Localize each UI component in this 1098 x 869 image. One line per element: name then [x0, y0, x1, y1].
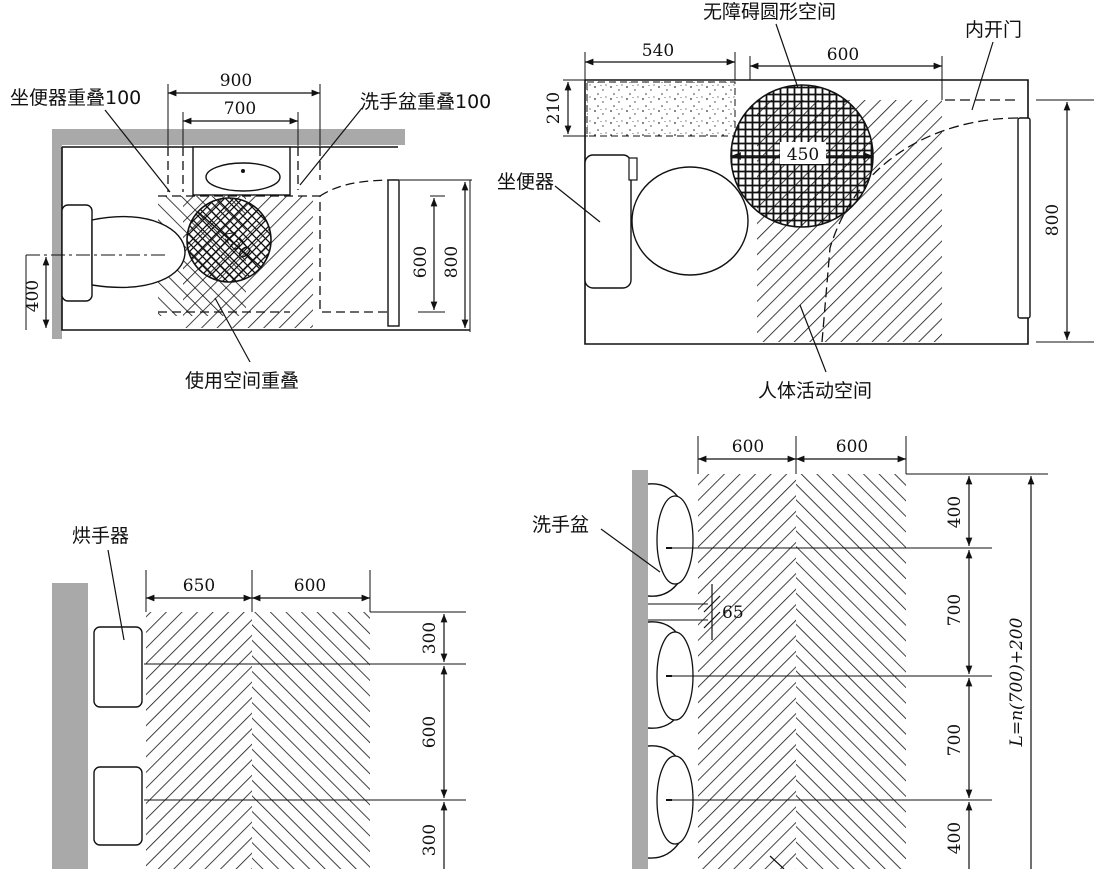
dim-600v: 600	[420, 716, 440, 748]
dim-400-d2: 400	[945, 822, 965, 854]
basin-drain-a	[241, 169, 245, 173]
hatch-zone-d-right	[796, 474, 906, 869]
dim-800-b: 800	[1043, 204, 1063, 236]
label-space-overlap: 使用空间重叠	[185, 370, 299, 392]
label-toilet-overlap: 坐便器重叠100	[10, 87, 141, 109]
dim-210: 210	[544, 92, 564, 124]
dim-400-a: 400	[23, 280, 43, 312]
dim-65: 65	[722, 603, 744, 623]
panel-c: 650 600 300 600 300 烘手器	[52, 525, 466, 869]
dryer-1	[93, 626, 143, 708]
wall-c	[52, 583, 88, 869]
door-b	[1017, 117, 1031, 319]
dim-600-d2: 600	[836, 437, 868, 457]
toilet-bowl-b	[631, 166, 749, 276]
dim-600-a: 600	[411, 246, 431, 278]
label-circle: 无障碍圆形空间	[703, 1, 836, 23]
dim-600-d1: 600	[732, 437, 764, 457]
basin-bowl-a	[205, 162, 281, 192]
ext-lines-a	[25, 84, 472, 332]
ext-lines-d	[648, 436, 1048, 801]
label-toilet: 坐便器	[497, 171, 554, 193]
dim-600-b: 600	[827, 45, 859, 65]
panel-b: 450 540 600 210 800 无障碍圆形空间 内开门 坐便器 人体活动…	[497, 1, 1094, 402]
stack-marker	[769, 855, 785, 869]
leader-door	[971, 41, 994, 111]
toilet-tank-a	[61, 204, 93, 302]
label-activity: 人体活动空间	[758, 380, 872, 402]
leader-basin-overlap	[299, 107, 363, 186]
door-swing-a	[319, 179, 397, 197]
dim-700-d2: 700	[945, 724, 965, 756]
dim-650: 650	[183, 576, 215, 596]
ext-lines-c	[144, 570, 466, 801]
dim-800-a: 800	[442, 246, 462, 278]
label-basin-overlap: 洗手盆重叠100	[360, 91, 491, 113]
toilet-flush-b	[628, 157, 638, 181]
leader-basin	[600, 528, 661, 573]
leader-toilet-overlap	[104, 109, 171, 193]
dim-540: 540	[642, 41, 674, 61]
label-door: 内开门	[965, 19, 1022, 41]
toilet-bowl-a	[91, 215, 186, 289]
circle-diameter-a	[197, 211, 263, 269]
panel-a: 450 900 700 600 800 400 坐便器重叠100 洗手盆重叠10…	[10, 71, 491, 392]
dryer-2	[93, 766, 143, 846]
wall-top	[52, 129, 405, 145]
wall-zone-dotted	[586, 81, 736, 137]
dim-700-d1: 700	[945, 594, 965, 626]
label-dryer: 烘手器	[72, 525, 129, 547]
wall-left	[52, 129, 62, 339]
label-basin: 洗手盆	[532, 514, 589, 536]
leader-activity	[799, 304, 827, 373]
dim-450-b-bg	[780, 142, 826, 164]
dim-300b: 300	[420, 824, 440, 856]
leader-toilet	[554, 185, 601, 223]
dim-400-d1: 400	[945, 496, 965, 528]
leader-dryer	[107, 549, 125, 641]
dim-450-b: 450	[787, 145, 819, 165]
dim-300a: 300	[420, 622, 440, 654]
dim-600-c: 600	[294, 576, 326, 596]
leader-space-overlap	[214, 297, 251, 363]
dim-formula: L=n(700)+200	[1007, 617, 1027, 747]
hatch-zone-c-right	[252, 612, 370, 869]
door-swing-b	[821, 117, 1019, 343]
dim-900: 900	[220, 71, 252, 91]
basin-bowl-1	[656, 495, 694, 585]
hatch-zone-d-left	[698, 474, 796, 869]
overlap-dashes	[158, 147, 396, 313]
hatch-zone-c-left	[146, 612, 252, 869]
panel-d: 600 600 400 700 700 400 L=n(700)+200 65 …	[532, 436, 1048, 869]
leader-circle	[775, 23, 799, 89]
wall-d	[632, 470, 648, 869]
dim-65-ticks	[703, 595, 721, 629]
door-a	[387, 179, 400, 327]
dim-700-a: 700	[224, 99, 256, 119]
toilet-tank-b	[584, 154, 632, 289]
